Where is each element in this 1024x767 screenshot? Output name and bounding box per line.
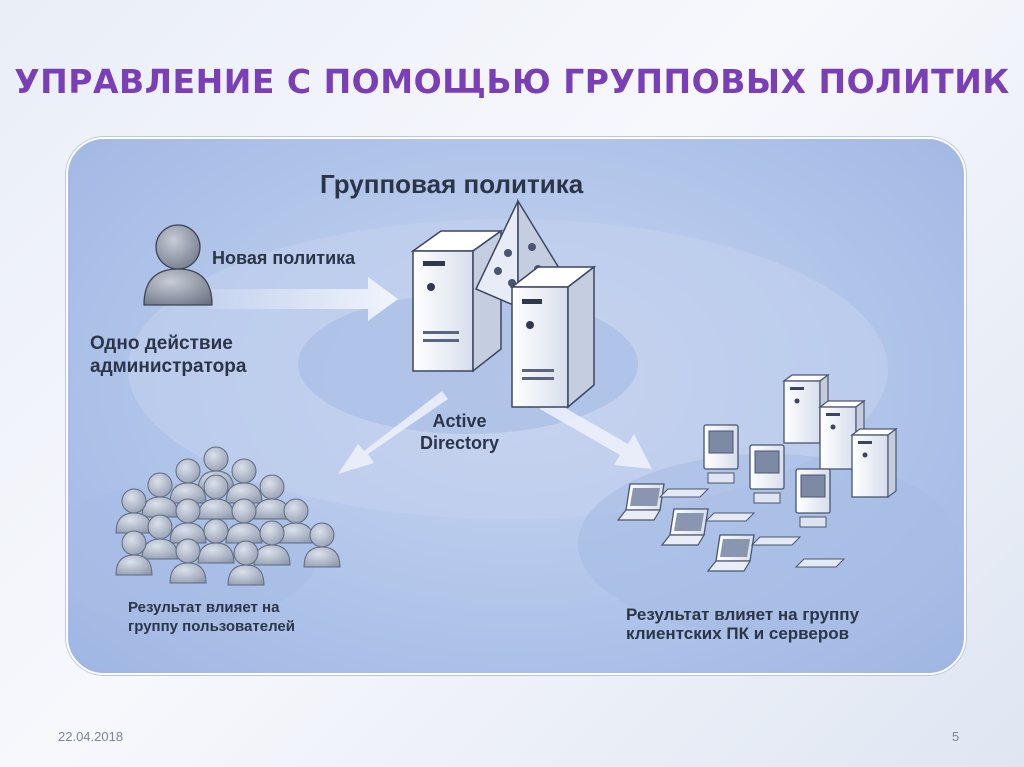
computers-result-label: Результат влияет на группу клиентских ПК… [626,605,859,643]
users-result-label: Результат влияет на группу пользователей [128,598,295,636]
admin-action-label: Одно действие администратора [90,332,246,378]
active-directory-line1: Active [432,411,487,431]
admin-action-line1: Одно действие [90,333,233,354]
keyboard-icons [658,488,846,568]
administrator-icon [143,224,213,306]
new-policy-label: Новая политика [212,248,356,268]
server-icon [509,265,597,409]
active-directory-label: Active Directory [420,410,499,454]
computers-result-line2: клиентских ПК и серверов [626,624,850,643]
computers-result-line1: Результат влияет на группу [626,605,860,624]
slide-date: 22.04.2018 [58,729,124,744]
admin-action-line2: администратора [90,356,247,377]
arrow-icon [208,277,652,474]
slide-title: УПРАВЛЕНИЕ С ПОМОЩЬЮ ГРУППОВЫХ ПОЛИТИК [14,62,1010,102]
diagram-graphics [68,198,958,634]
users-result-line1: Результат влияет на [128,599,280,616]
diagram-title: Групповая политика [320,169,584,199]
server-icon [410,229,504,373]
active-directory-line2: Directory [420,433,500,453]
users-result-line2: группу пользователей [128,618,295,635]
slide-page-number: 5 [952,729,960,744]
diagram-panel: Групповая политика Новая политика Одно д… [66,137,966,675]
